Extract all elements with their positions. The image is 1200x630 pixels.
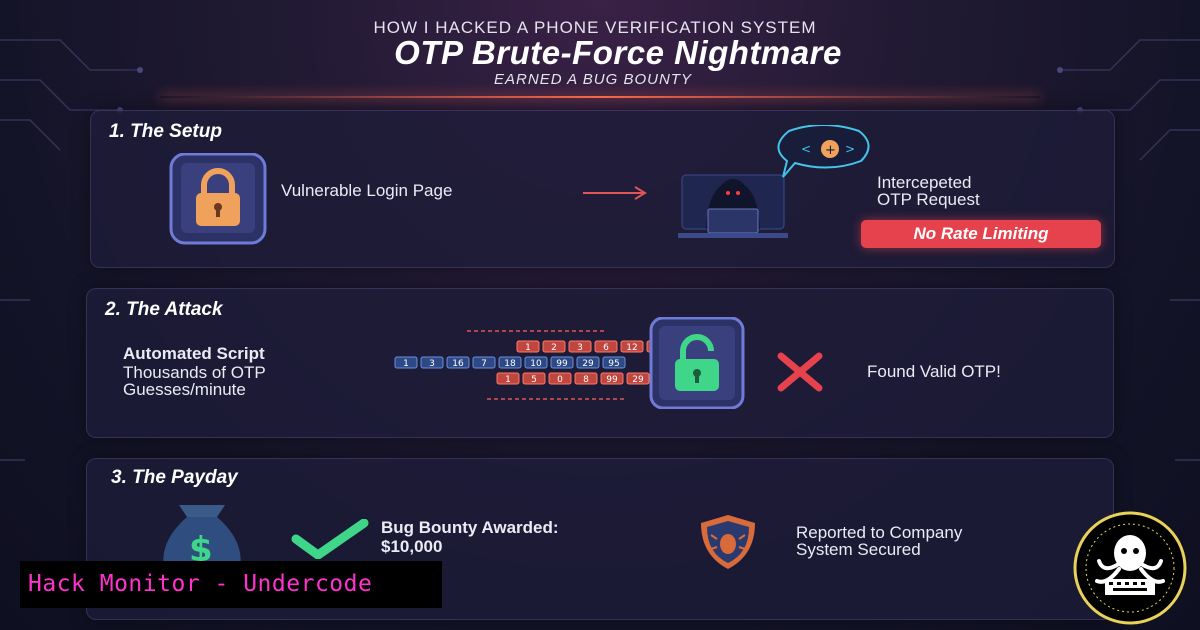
otp-chip: 99 — [600, 372, 624, 385]
found-otp-label: Found Valid OTP! — [867, 362, 1001, 381]
otp-chip: 95 — [602, 356, 626, 369]
otp-chip-label: 1 — [525, 343, 531, 353]
otp-chip: 8 — [574, 372, 598, 385]
page-title: OTP Brute-Force Nightmare — [394, 34, 842, 71]
script-line2: Guesses/minute — [123, 380, 246, 399]
setup-title: 1. The Setup — [109, 121, 222, 142]
reported-line1: Reported to Company — [796, 523, 963, 542]
otp-chip: 29 — [576, 356, 600, 369]
otp-chip-label: 29 — [582, 359, 594, 369]
otp-chip-label: 95 — [608, 359, 619, 369]
intercept-line2: OTP Request — [877, 190, 980, 209]
otp-chip: 3 — [420, 356, 444, 369]
header-glow-divider — [160, 96, 1040, 98]
otp-chip-label: 12 — [626, 343, 637, 353]
check-icon — [291, 519, 369, 559]
otp-chip-label: 1 — [403, 359, 409, 369]
otp-chip-label: 16 — [452, 359, 464, 369]
otp-chip-label: 10 — [530, 359, 542, 369]
no-rate-limit-badge: No Rate Limiting — [861, 220, 1101, 248]
script-title: Automated Script — [123, 344, 265, 363]
otp-chip: 5 — [522, 372, 546, 385]
script-line1: Thousands of OTP — [123, 363, 266, 382]
setup-panel: 1. The Setup Vulnerable Login Page < + >… — [90, 110, 1115, 268]
otp-chip-label: 6 — [603, 343, 609, 353]
svg-text:$: $ — [189, 530, 213, 570]
otp-chip: 0 — [548, 372, 572, 385]
otp-chip-label: 5 — [531, 375, 537, 385]
otp-chip-label: 7 — [481, 359, 487, 369]
arrow-right-icon — [583, 186, 647, 200]
intercept-line1: Intercepeted — [877, 173, 972, 192]
bounty-amount: $10,000 — [381, 537, 443, 556]
otp-chip: 7 — [472, 356, 496, 369]
otp-chip-label: 29 — [632, 375, 644, 385]
attack-title: 2. The Attack — [105, 299, 223, 320]
login-label: Vulnerable Login Page — [281, 181, 453, 200]
brand-label: Hack Monitor - Undercode — [28, 571, 373, 597]
otp-chip: 3 — [568, 340, 592, 353]
otp-chip: 1 — [496, 372, 520, 385]
bounty-label: Bug Bounty Awarded: — [381, 518, 559, 537]
reported-line2: System Secured — [796, 540, 921, 559]
otp-chip: 16 — [446, 356, 470, 369]
octopus-logo — [1073, 511, 1187, 625]
otp-guess-stream: 1236123013167181099299515089929 — [394, 330, 670, 400]
otp-chip-label: 99 — [556, 359, 568, 369]
otp-chip-label: 0 — [557, 375, 563, 385]
otp-chip: 10 — [524, 356, 548, 369]
otp-chip: 18 — [498, 356, 522, 369]
otp-chip-label: 2 — [551, 343, 557, 353]
otp-chip: 2 — [542, 340, 566, 353]
otp-chip-label: 99 — [606, 375, 618, 385]
shield-bug-icon — [701, 515, 755, 569]
payday-panel: 3. The Payday $ Bug Bounty Awarded: $10,… — [86, 458, 1114, 620]
attack-panel: 2. The Attack Automated Script Thousands… — [86, 288, 1114, 438]
phone-unlock-icon — [649, 317, 745, 409]
cross-icon — [777, 352, 823, 392]
otp-chip-label: 18 — [504, 359, 516, 369]
otp-chip: 12 — [620, 340, 644, 353]
otp-chip-label: 1 — [505, 375, 511, 385]
svg-text:<: < — [801, 142, 811, 156]
otp-chip: 1 — [394, 356, 418, 369]
phone-lock-icon — [169, 153, 267, 245]
payday-title: 3. The Payday — [111, 467, 238, 488]
otp-chip-label: 3 — [577, 343, 583, 353]
hacker-icon — [678, 174, 788, 238]
speech-bubble-icon: < + > — [777, 125, 870, 178]
header-tagline: EARNED A BUG BOUNTY — [494, 71, 692, 88]
svg-text:+: + — [825, 143, 836, 158]
otp-chip: 6 — [594, 340, 618, 353]
money-bag-icon: $ — [163, 505, 241, 573]
otp-chip: 29 — [626, 372, 650, 385]
otp-chip: 1 — [516, 340, 540, 353]
svg-text:>: > — [845, 142, 855, 156]
otp-chip: 99 — [550, 356, 574, 369]
otp-chip-label: 3 — [429, 359, 435, 369]
otp-chip-label: 8 — [583, 375, 589, 385]
brand-watermark: Hack Monitor - Undercode — [20, 561, 442, 608]
header-subtitle: HOW I HACKED A PHONE VERIFICATION SYSTEM — [373, 18, 817, 37]
